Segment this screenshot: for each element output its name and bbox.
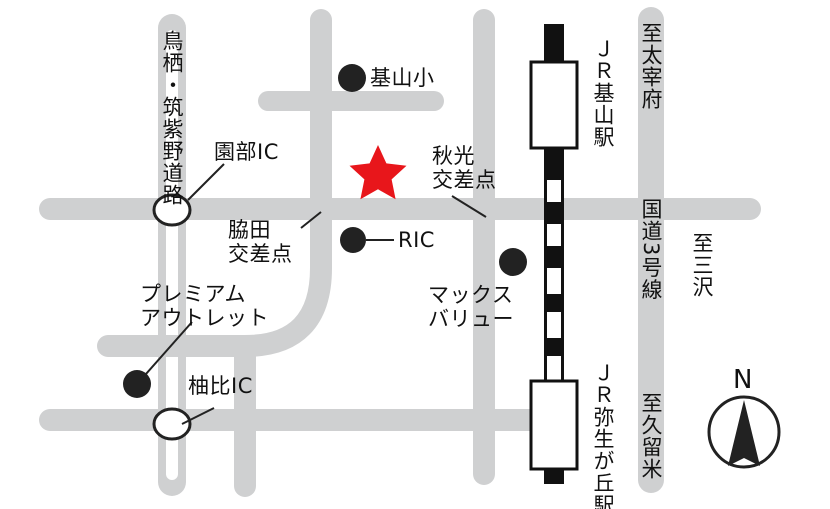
yubi-ic-marker [152,407,192,441]
railway-line [529,24,579,484]
jr-kiyama-station-label: ＪＲ基山駅 [591,38,615,148]
akimitsu-leader [451,195,487,218]
to-kurume-label: 至久留米 [639,392,663,480]
max-value-marker [499,248,527,276]
star-icon [349,145,407,200]
north-label: N [733,365,753,395]
railway-tie [547,224,561,246]
to-dazaifu-label: 至太宰府 [639,22,663,110]
max-value-label: マックス バリュー [428,283,514,331]
jr-kiyama-station-box [529,60,579,150]
outlet-leader [137,321,193,384]
ric-marker [340,227,366,253]
railway-tie [547,356,561,382]
kiyama-elementary-label: 基山小 [370,66,435,90]
jr-yayoigaoka-station-box [529,379,579,471]
wakita-intersection-label: 脇田 交差点 [228,218,293,266]
railway-tie [547,180,561,202]
railway-tie [547,312,561,338]
sonobe-ic-leader [187,163,225,201]
route-3-label: 国道3号線 [639,198,663,301]
akimitsu-intersection-label: 秋光 交差点 [432,144,497,192]
sonobe-ic-label: 園部IC [214,140,279,164]
kiyama-elementary-marker [338,64,366,92]
ric-label: RIC [398,228,435,252]
to-misawa-label: 至三沢 [690,232,714,298]
north-arrow-icon [707,395,781,469]
yubi-ic-label: 柚比IC [188,374,253,398]
yubi-ic-leader [181,407,215,425]
wakita-leader [300,211,322,229]
premium-outlet-marker [123,370,151,398]
railway-tie [547,268,561,294]
premium-outlet-label: プレミアム アウトレット [140,282,269,330]
sonobe-ic-marker [152,193,192,227]
jr-yayoigaoka-station-label: ＪＲ弥生が丘駅 [591,362,615,509]
tosu-chikushino-road-label: 鳥栖・筑紫野道路 [160,30,184,206]
